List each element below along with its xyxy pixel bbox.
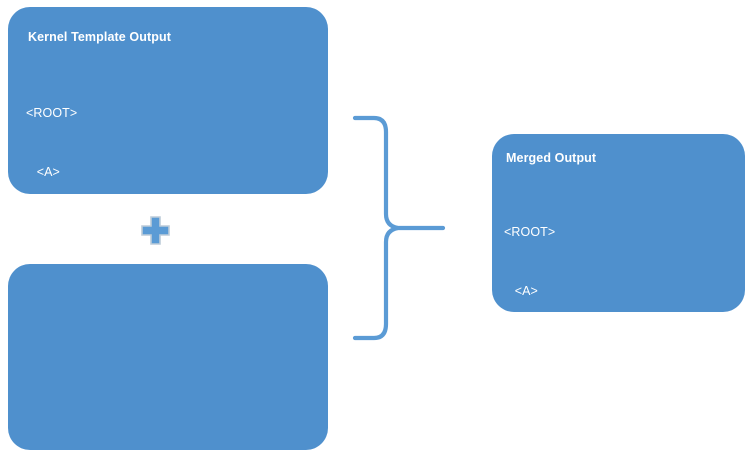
merged-output-code: <ROOT> <A> <B id="1">Hello</B> </A> </RO… bbox=[504, 184, 642, 312]
code-line: <A> bbox=[504, 283, 538, 298]
curly-brace-icon-glyph bbox=[352, 115, 446, 341]
curly-brace-icon bbox=[348, 108, 452, 356]
merged-output-box: Merged Output <ROOT> <A> <B id="1">Hello… bbox=[492, 134, 745, 312]
code-line: <ROOT> bbox=[504, 225, 556, 239]
kernel-template-output-box: Kernel Template Output <ROOT> <A> <B id=… bbox=[8, 7, 328, 194]
code-line: <A> bbox=[26, 164, 60, 179]
plus-icon-glyph bbox=[141, 216, 170, 245]
custom-template-output-box: Custom Template Output <ROOT> <A> <B id=… bbox=[8, 264, 328, 450]
code-line: <ROOT> bbox=[26, 106, 78, 120]
kernel-template-output-title: Kernel Template Output bbox=[28, 30, 171, 44]
merged-output-title: Merged Output bbox=[506, 151, 597, 165]
plus-icon bbox=[141, 216, 170, 245]
kernel-template-output-code: <ROOT> <A> <B id='1'>Hello</B> <B id='2'… bbox=[26, 65, 163, 194]
